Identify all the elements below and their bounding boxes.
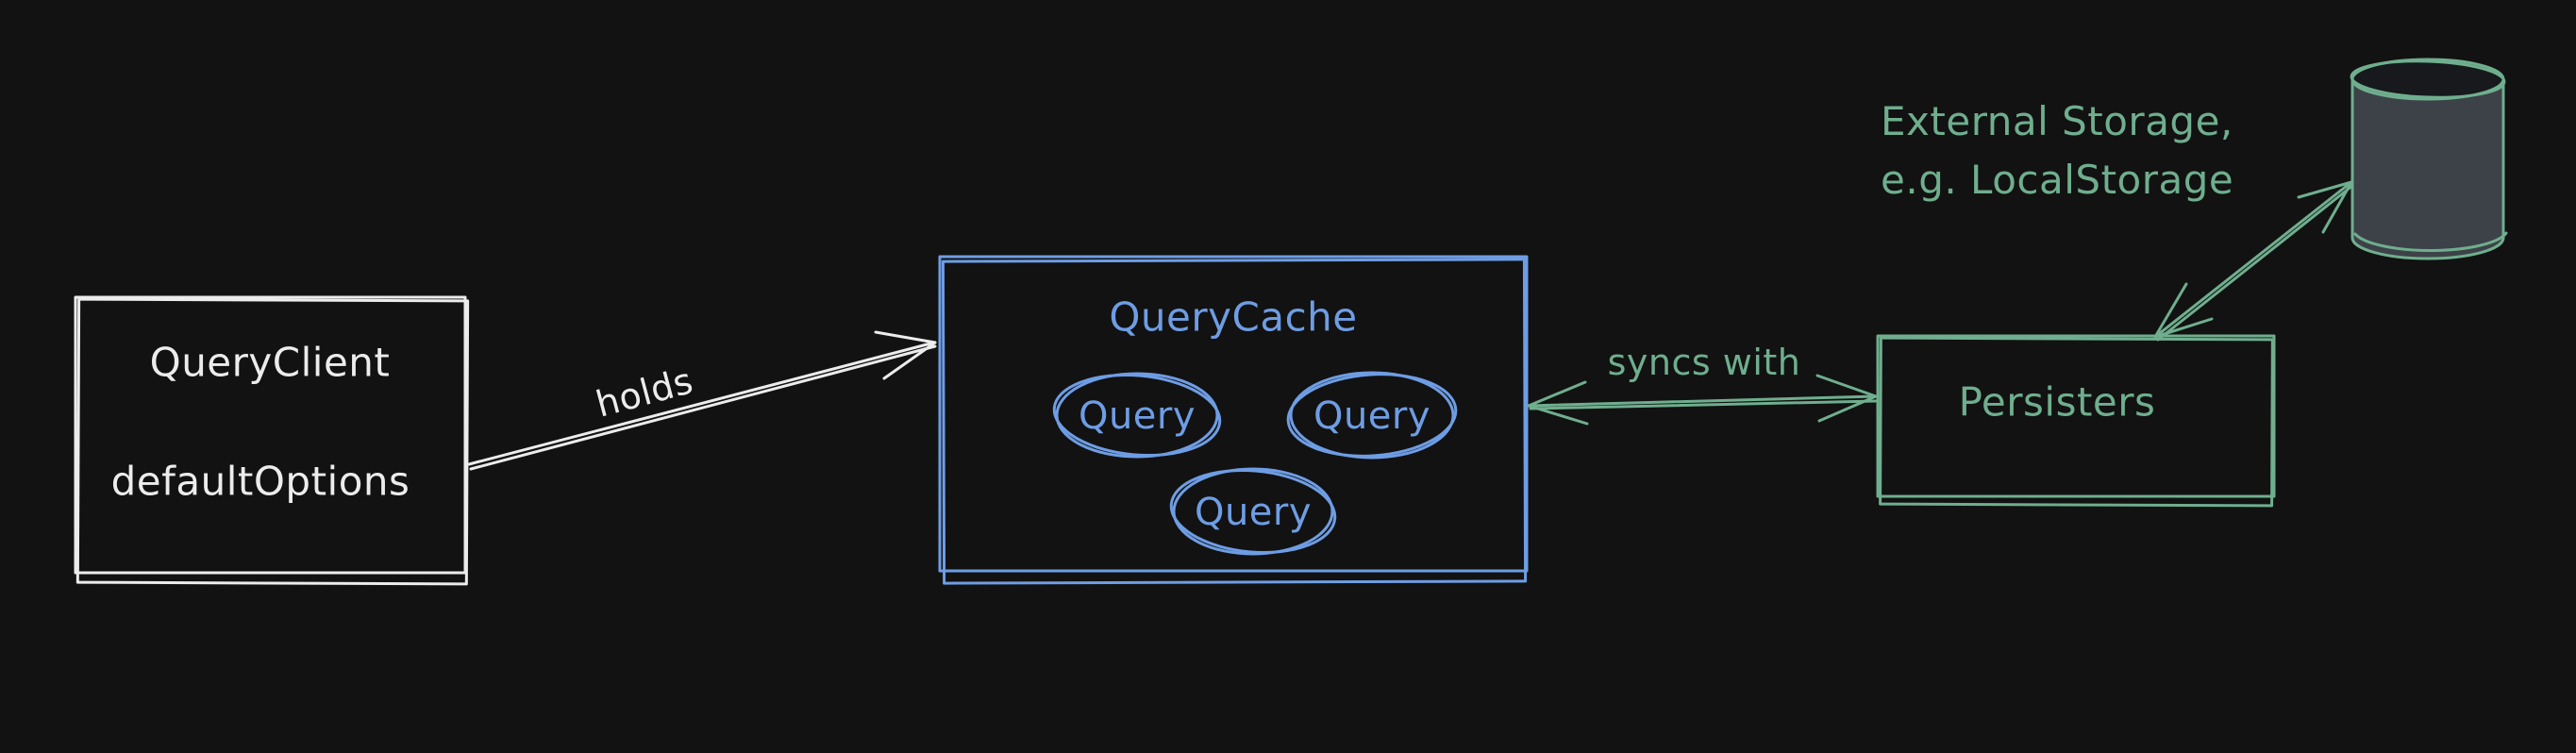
- persisters-box-outline-sketch: [1879, 336, 2274, 508]
- query-ellipse-1-outline-sketch: [1052, 373, 1222, 458]
- storage-arrow-shaft-sketch: [2156, 183, 2355, 342]
- syncs-with-arrowhead-left: [1527, 380, 1589, 426]
- query-ellipse-2: [1286, 371, 1458, 460]
- holds-arrowhead: [874, 330, 937, 380]
- query-client-box-outline: [74, 295, 467, 575]
- external-storage-label-line2: e.g. LocalStorage: [1881, 157, 2234, 203]
- syncs-with-arrowhead-right: [1815, 374, 1878, 423]
- syncs-with-arrow-shaft: [1527, 394, 1878, 408]
- query-label-2: Query: [1313, 394, 1431, 438]
- syncs-with-arrow-shaft-sketch: [1529, 399, 1878, 410]
- storage-arrow-shaft: [2153, 180, 2353, 339]
- query-client-box-outline-sketch: [75, 297, 470, 586]
- query-ellipse-2-outline-sketch: [1286, 373, 1458, 458]
- database-cylinder-icon: [2350, 58, 2508, 260]
- holds-arrow-shaft-sketch: [469, 344, 937, 471]
- query-cache-box-outline: [938, 255, 1529, 573]
- holds-arrow-shaft: [467, 341, 936, 466]
- database-cylinder-bottom-sketch: [2353, 231, 2508, 252]
- database-cylinder-top-sketch: [2350, 59, 2506, 99]
- query-client-box: [74, 295, 470, 586]
- storage-arrow: [2153, 180, 2355, 342]
- query-ellipse-1: [1052, 372, 1222, 459]
- database-cylinder-body-fill: [2352, 79, 2503, 259]
- query-client-subtitle: defaultOptions: [110, 458, 410, 505]
- query-client-title: QueryClient: [149, 339, 391, 386]
- external-storage-label-line1: External Storage,: [1881, 98, 2233, 144]
- query-cache-box: [938, 255, 1529, 585]
- persisters-box: [1876, 334, 2276, 508]
- query-ellipse-3: [1169, 467, 1337, 556]
- query-ellipse-2-outline: [1289, 371, 1455, 460]
- query-label-3: Query: [1194, 491, 1313, 534]
- database-cylinder-body-outline: [2350, 77, 2505, 260]
- query-cache-title: QueryCache: [1109, 293, 1358, 341]
- query-ellipse-3-outline: [1172, 467, 1334, 556]
- holds-arrow: [467, 330, 937, 471]
- query-cache-box-outline-sketch: [941, 258, 1528, 585]
- query-ellipse-1-outline: [1055, 372, 1219, 459]
- storage-arrowhead-bottom: [2153, 282, 2214, 339]
- query-ellipse-3-outline-sketch: [1169, 468, 1337, 555]
- external-storage-label: External Storage, e.g. LocalStorage: [1881, 92, 2233, 209]
- syncs-with-edge-label: syncs with: [1607, 342, 1801, 383]
- storage-arrowhead-top: [2297, 180, 2353, 234]
- syncs-with-arrow: [1527, 374, 1878, 426]
- query-label-1: Query: [1078, 394, 1196, 438]
- persisters-box-outline: [1876, 334, 2276, 498]
- persisters-title: Persisters: [1958, 378, 2156, 426]
